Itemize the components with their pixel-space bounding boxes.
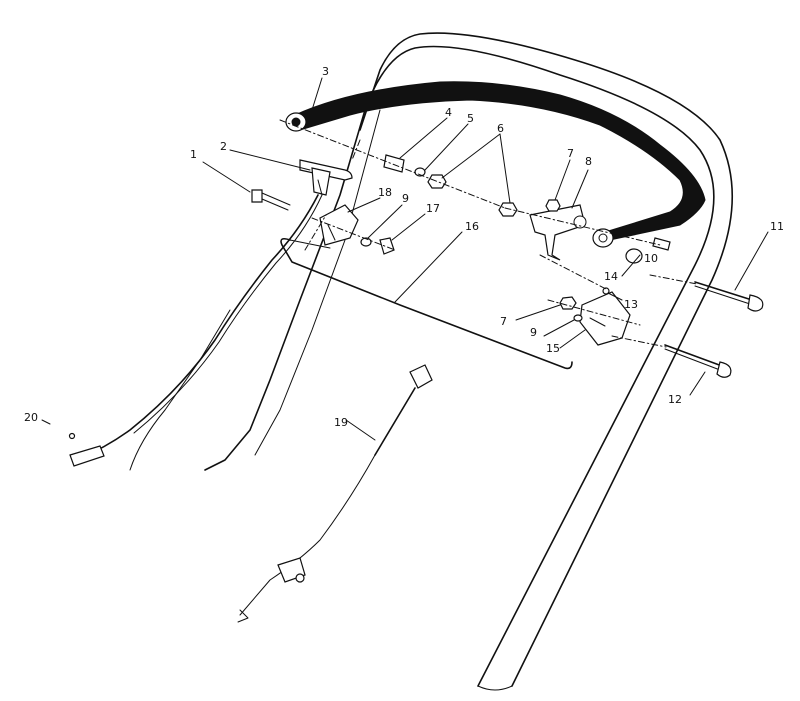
callout-2: 2 — [220, 140, 227, 153]
washer-part-5 — [414, 167, 426, 177]
callout-13: 13 — [624, 298, 638, 311]
spacer-part-4 — [383, 154, 405, 173]
callout-9b: 9 — [530, 326, 537, 339]
callout-14: 14 — [604, 270, 618, 283]
bracket-part-8 — [529, 204, 587, 261]
callout-4: 4 — [445, 106, 452, 119]
callout-12: 12 — [668, 393, 682, 406]
control-cable — [69, 194, 323, 467]
block-part-15 — [579, 291, 631, 346]
callout-18: 18 — [378, 186, 392, 199]
nut-part-6b — [498, 202, 518, 217]
screw-part-1 — [251, 189, 291, 211]
callout-15: 15 — [546, 342, 560, 355]
nut-part-6a — [427, 174, 447, 189]
callout-7b: 7 — [500, 315, 507, 328]
washer-part-9a — [360, 237, 372, 247]
center-lines — [279, 119, 698, 348]
callout-11: 11 — [770, 220, 784, 233]
callout-17: 17 — [426, 202, 440, 215]
screw-part-13 — [602, 287, 610, 295]
clip-part-18 — [319, 204, 359, 246]
clip-part-20 — [68, 432, 76, 440]
callout-7a: 7 — [567, 147, 574, 160]
bolt-part-11 — [694, 281, 764, 312]
callout-8: 8 — [585, 155, 592, 168]
nut-part-7b — [559, 296, 577, 310]
callout-labels: 1 2 3 4 5 6 7 8 9 10 11 12 13 14 15 16 1… — [24, 65, 784, 429]
lower-cable-part-19 — [237, 364, 433, 623]
callout-9a: 9 — [402, 192, 409, 205]
leader-lines — [41, 77, 769, 441]
callout-1: 1 — [190, 148, 197, 161]
cap-nut-part-17 — [379, 237, 395, 255]
callout-16: 16 — [465, 220, 479, 233]
spacer-part-14 — [625, 248, 643, 264]
washer-part-9b — [573, 314, 583, 322]
control-lever — [299, 159, 353, 196]
bolt-part-12 — [664, 344, 732, 378]
callout-10: 10 — [644, 252, 658, 265]
callout-20: 20 — [24, 411, 38, 424]
handle-tube — [129, 32, 734, 691]
callout-19: 19 — [334, 416, 348, 429]
callout-6: 6 — [497, 122, 504, 135]
callout-3: 3 — [322, 65, 329, 78]
callout-5: 5 — [467, 112, 474, 125]
control-rod — [280, 238, 573, 370]
nut-part-7a — [545, 199, 561, 212]
upper-bail-bar — [285, 81, 706, 248]
